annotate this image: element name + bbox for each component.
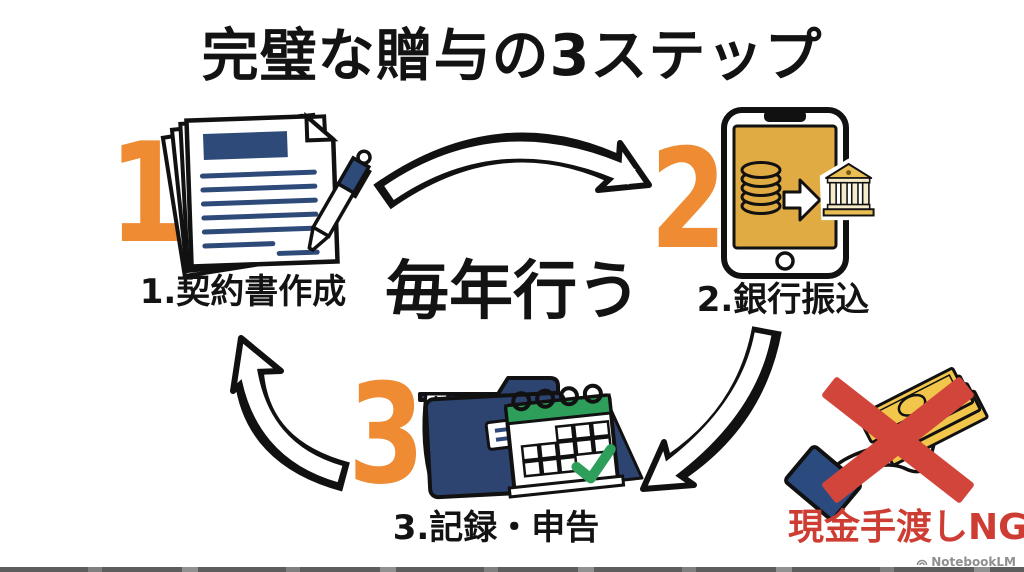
phone-home-button (775, 251, 795, 271)
hand-with-cash-crossed-out-icon (784, 367, 989, 521)
transfer-arrow-icon (782, 178, 822, 222)
step-3-number: 3 (348, 354, 425, 515)
arrow-step1-to-step2-icon (373, 132, 652, 210)
step-2-group: 2 (648, 104, 908, 320)
contract-document-and-pen-icon (160, 111, 372, 279)
step-3-label: 3.記録・申告 (392, 508, 600, 548)
arrow-step3-to-step1-icon (230, 335, 351, 492)
bottom-edge-artifact (0, 567, 1024, 572)
step-2-label: 2.銀行振込 (696, 280, 870, 320)
cash-warning-group: 現金手渡しNG (784, 364, 1024, 558)
page-title: 完璧な贈与の3ステップ (201, 23, 823, 89)
step-1-label: 1.契約書作成 (139, 272, 347, 312)
step-2-number: 2 (650, 119, 727, 280)
notebooklm-logo-icon (916, 559, 928, 566)
arrow-step2-to-step3-icon (640, 326, 782, 492)
step-3-group: 3 (346, 354, 644, 558)
check-icon (571, 444, 616, 484)
watermark-label: NotebookLM (931, 555, 1016, 569)
paper-stack-icon (160, 111, 340, 279)
coin-stack-icon (740, 161, 782, 215)
cash-warning-label: 現金手渡しNG (788, 507, 1024, 548)
watermark: NotebookLM (916, 555, 1016, 569)
bank-icon (819, 158, 878, 221)
red-cross-icon (822, 377, 974, 503)
calendar-icon (503, 383, 644, 499)
center-note: 毎年行う (385, 255, 641, 329)
calendar-base (507, 474, 626, 499)
pen-icon (307, 149, 372, 252)
phone-notch (764, 110, 806, 122)
folder-and-calendar-icon (418, 376, 644, 500)
smartphone-bank-transfer-icon (721, 107, 878, 279)
step-1-group: 1 (105, 110, 375, 315)
